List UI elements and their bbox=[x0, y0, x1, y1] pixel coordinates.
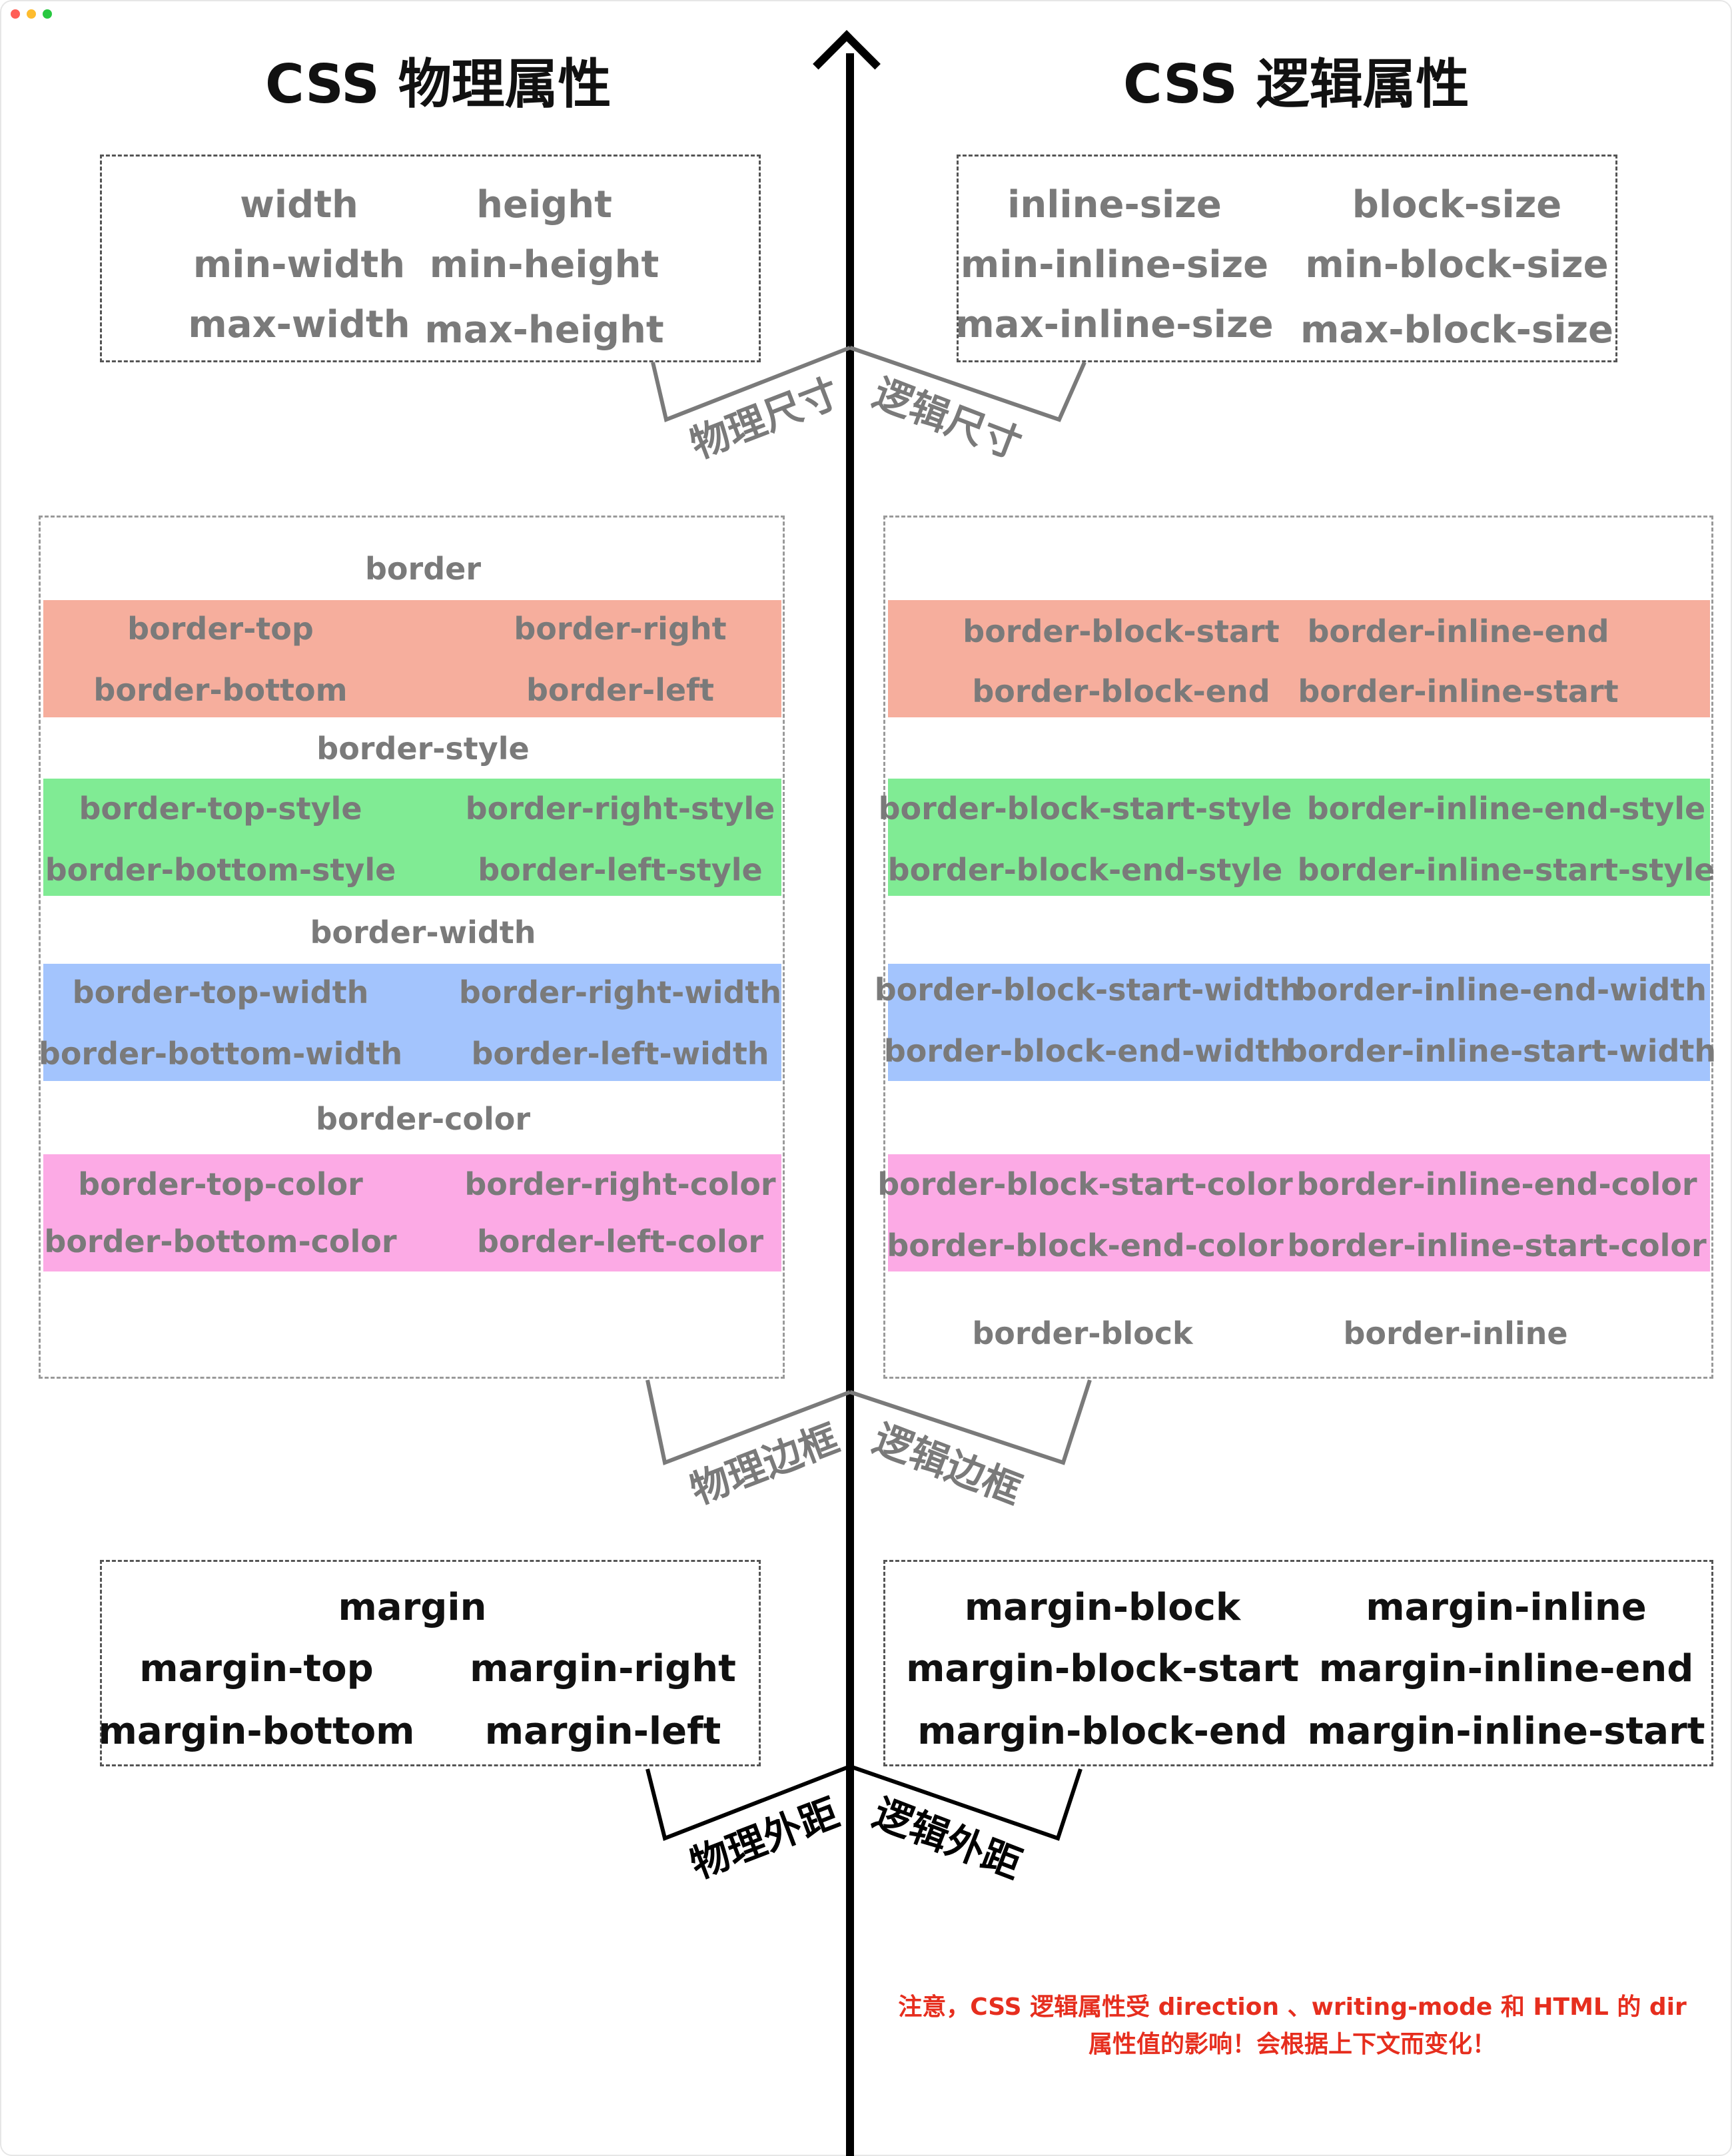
prop-border-block-start-style: border-block-start-style bbox=[878, 791, 1292, 827]
logical-title: CSS 逻辑属性 bbox=[1123, 53, 1470, 115]
logical-border-style-band: border-block-start-style border-inline-e… bbox=[879, 779, 1715, 896]
physical-margin-box: margin margin-top margin-right margin-bo… bbox=[98, 1560, 761, 1766]
prop-border-inline-start-width: border-inline-start-width bbox=[1285, 1033, 1717, 1069]
prop-border-right-style: border-right-style bbox=[465, 791, 775, 827]
prop-border-left: border-left bbox=[526, 672, 715, 708]
close-window-button[interactable] bbox=[11, 9, 20, 19]
prop-border-top: border-top bbox=[127, 611, 314, 647]
prop-border-block-start-color: border-block-start-color bbox=[877, 1166, 1293, 1202]
prop-margin-inline: margin-inline bbox=[1366, 1586, 1647, 1629]
prop-border-bottom-color: border-bottom-color bbox=[44, 1224, 397, 1259]
prop-margin: margin bbox=[338, 1586, 487, 1629]
center-axis-line bbox=[846, 53, 854, 2156]
prop-min-width: min-width bbox=[193, 243, 406, 286]
logical-border-width-band: border-block-start-width border-inline-e… bbox=[875, 964, 1716, 1081]
prop-border-left-style: border-left-style bbox=[478, 852, 763, 888]
prop-border-bottom: border-bottom bbox=[93, 672, 348, 708]
prop-border: border bbox=[364, 551, 482, 587]
prop-margin-bottom: margin-bottom bbox=[98, 1710, 415, 1753]
physical-border-style-band: border-top-style border-right-style bord… bbox=[43, 779, 781, 896]
prop-border-right-width: border-right-width bbox=[458, 974, 782, 1010]
logical-border-band: border-block-start border-inline-end bor… bbox=[888, 600, 1710, 717]
prop-border-block: border-block bbox=[972, 1315, 1193, 1351]
prop-margin-block-end: margin-block-end bbox=[917, 1710, 1288, 1753]
prop-border-block-end-width: border-block-end-width bbox=[883, 1033, 1292, 1069]
prop-border-left-width: border-left-width bbox=[471, 1036, 769, 1072]
prop-margin-right: margin-right bbox=[470, 1647, 736, 1690]
prop-inline-size: inline-size bbox=[1007, 183, 1222, 226]
sizing-bracket-right bbox=[849, 346, 1086, 422]
prop-margin-inline-start: margin-inline-start bbox=[1307, 1710, 1705, 1753]
physical-title: CSS 物理属性 bbox=[265, 53, 612, 115]
prop-border-top-color: border-top-color bbox=[78, 1166, 363, 1202]
note-line-2: 属性值的影响！会根据上下文而变化！ bbox=[1088, 2031, 1496, 2058]
maximize-window-button[interactable] bbox=[43, 9, 52, 19]
note-text: 注意，CSS 逻辑属性受 direction 、writing-mode 和 H… bbox=[893, 1989, 1692, 2063]
prop-border-style: border-style bbox=[316, 731, 530, 767]
margin-bracket-left bbox=[646, 1764, 851, 1842]
prop-border-block-end-style: border-block-end-style bbox=[887, 852, 1283, 888]
prop-margin-block-start: margin-block-start bbox=[906, 1647, 1299, 1690]
logical-border-box: border-block-start border-inline-end bor… bbox=[875, 516, 1716, 1379]
physical-border-band: border-top border-right border-bottom bo… bbox=[43, 600, 781, 717]
prop-max-height: max-height bbox=[424, 308, 664, 352]
prop-border-top-width: border-top-width bbox=[72, 974, 369, 1010]
sizing-bracket-left bbox=[651, 346, 851, 423]
physical-border-color-band: border-top-color border-right-color bord… bbox=[43, 1154, 781, 1271]
prop-border-inline-end-width: border-inline-end-width bbox=[1294, 972, 1707, 1008]
prop-margin-block: margin-block bbox=[964, 1586, 1241, 1629]
prop-border-block-end: border-block-end bbox=[972, 673, 1270, 709]
prop-border-inline-start: border-inline-start bbox=[1298, 673, 1619, 709]
prop-border-block-start-width: border-block-start-width bbox=[874, 972, 1302, 1008]
logical-border-color-band: border-block-start-color border-inline-e… bbox=[877, 1154, 1710, 1271]
prop-block-size: block-size bbox=[1352, 183, 1562, 226]
prop-min-inline-size: min-inline-size bbox=[960, 243, 1269, 286]
prop-margin-inline-end: margin-inline-end bbox=[1318, 1647, 1694, 1690]
note-line-1: 注意，CSS 逻辑属性受 direction 、writing-mode 和 H… bbox=[898, 1993, 1687, 2021]
prop-border-right-color: border-right-color bbox=[464, 1166, 776, 1202]
prop-border-inline: border-inline bbox=[1343, 1315, 1568, 1351]
prop-min-block-size: min-block-size bbox=[1305, 243, 1609, 286]
prop-min-height: min-height bbox=[429, 243, 659, 286]
prop-border-inline-start-color: border-inline-start-color bbox=[1287, 1228, 1707, 1263]
prop-margin-left: margin-left bbox=[484, 1710, 721, 1753]
margin-bracket-right bbox=[849, 1764, 1082, 1841]
prop-height: height bbox=[476, 183, 612, 226]
prop-border-top-style: border-top-style bbox=[79, 791, 362, 827]
logical-sizing-box: inline-size block-size min-inline-size m… bbox=[955, 155, 1617, 362]
prop-border-inline-end-color: border-inline-end-color bbox=[1296, 1166, 1697, 1202]
prop-border-block-end-color: border-block-end-color bbox=[887, 1228, 1284, 1263]
physical-border-width-band: border-top-width border-right-width bord… bbox=[39, 964, 782, 1081]
prop-border-inline-end: border-inline-end bbox=[1307, 613, 1609, 649]
prop-width: width bbox=[240, 183, 358, 226]
prop-max-inline-size: max-inline-size bbox=[955, 303, 1274, 346]
prop-margin-top: margin-top bbox=[139, 1647, 374, 1690]
logical-margin-box: margin-block margin-inline margin-block-… bbox=[883, 1560, 1713, 1766]
border-bracket-left bbox=[646, 1379, 851, 1466]
prop-border-bottom-width: border-bottom-width bbox=[38, 1036, 403, 1072]
prop-max-block-size: max-block-size bbox=[1300, 308, 1614, 352]
prop-border-color: border-color bbox=[315, 1101, 531, 1137]
prop-border-left-color: border-left-color bbox=[476, 1224, 764, 1259]
prop-border-bottom-style: border-bottom-style bbox=[45, 852, 396, 888]
physical-sizing-box: width height min-width min-height max-wi… bbox=[100, 155, 761, 362]
physical-border-box: border border-top border-right border-bo… bbox=[39, 516, 785, 1379]
prop-border-block-start: border-block-start bbox=[963, 613, 1280, 649]
prop-border-inline-end-style: border-inline-end-style bbox=[1306, 791, 1706, 827]
prop-border-width: border-width bbox=[310, 914, 536, 950]
border-bracket-right bbox=[849, 1379, 1092, 1465]
prop-border-right: border-right bbox=[514, 611, 727, 647]
prop-max-width: max-width bbox=[188, 303, 410, 346]
prop-border-inline-start-style: border-inline-start-style bbox=[1297, 852, 1715, 888]
minimize-window-button[interactable] bbox=[27, 9, 36, 19]
